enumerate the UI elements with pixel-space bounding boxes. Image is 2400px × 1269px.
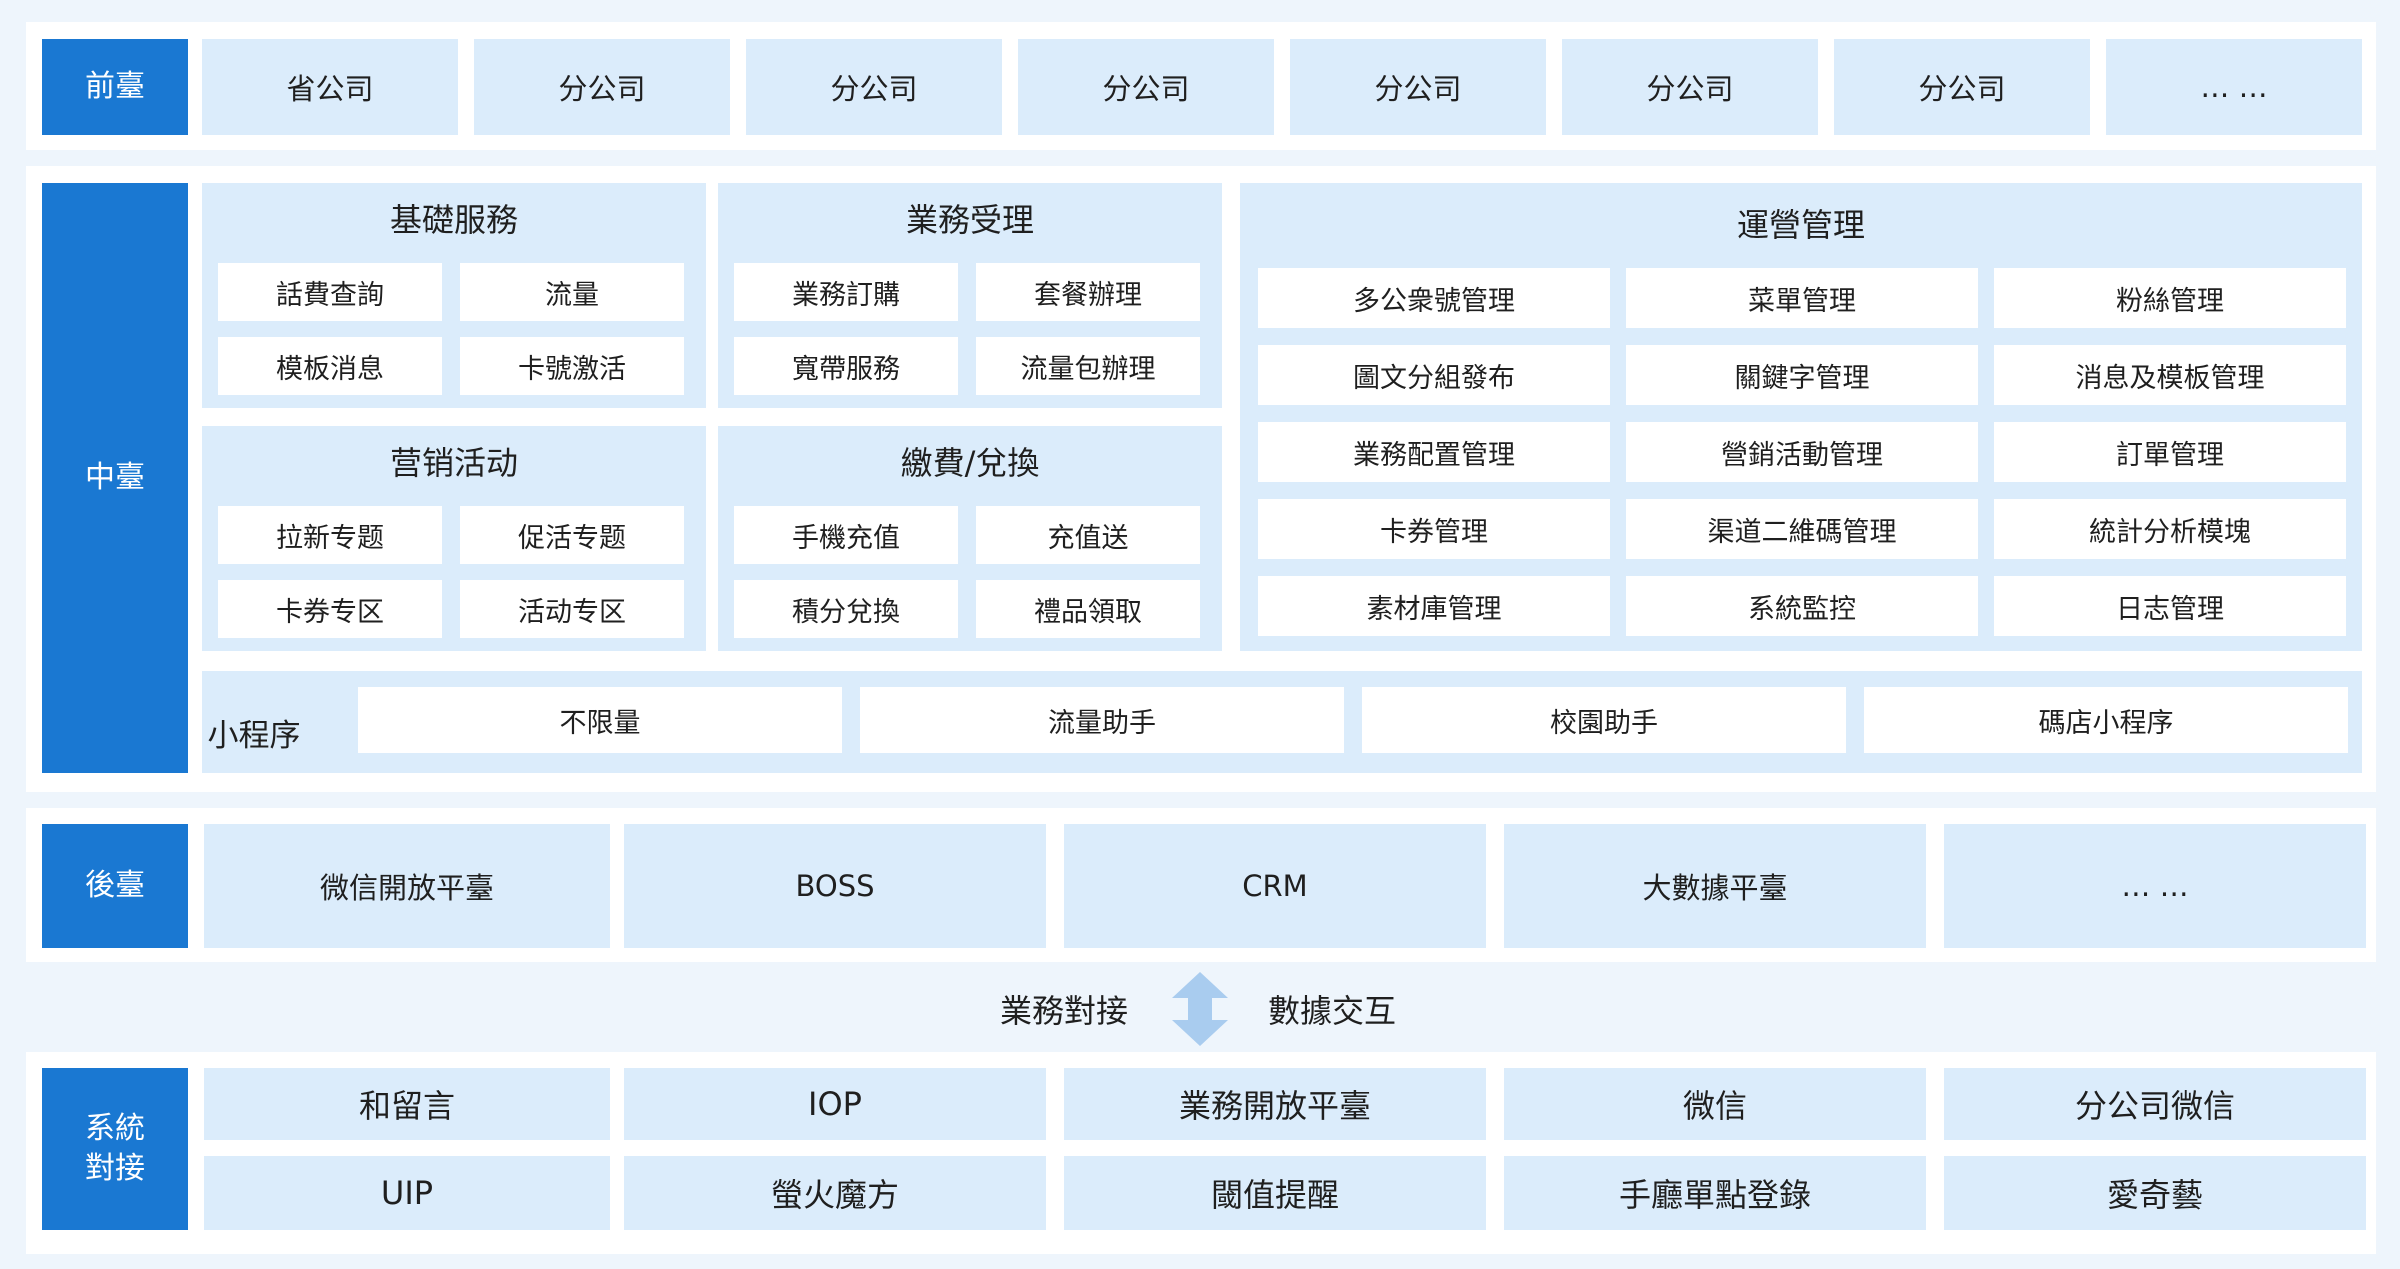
front-cell: 分公司 <box>746 39 1002 135</box>
front-layer: 前臺 省公司 分公司 分公司 分公司 分公司 分公司 分公司 … … <box>26 22 2376 150</box>
front-cell: 分公司 <box>1562 39 1818 135</box>
operations-item: 日志管理 <box>1994 576 2346 636</box>
payment-exchange-panel: 繳費/兌換 手機充值 充值送 積分兌換 禮品領取 <box>718 426 1222 651</box>
marketing-activity-item: 活动专区 <box>460 580 684 638</box>
marketing-activity-item: 促活专题 <box>460 506 684 564</box>
business-acceptance-item: 套餐辦理 <box>976 263 1200 321</box>
marketing-activity-item: 拉新专题 <box>218 506 442 564</box>
system-cell: 愛奇藝 <box>1944 1156 2366 1230</box>
operations-item: 營銷活動管理 <box>1626 422 1978 482</box>
payment-exchange-item: 禮品領取 <box>976 580 1200 638</box>
payment-exchange-item: 手機充值 <box>734 506 958 564</box>
front-cell: … … <box>2106 39 2362 135</box>
operations-item: 業務配置管理 <box>1258 422 1610 482</box>
payment-exchange-title: 繳費/兌換 <box>900 444 1040 482</box>
double-arrow-icon <box>1170 972 1230 1046</box>
back-cell: 大數據平臺 <box>1504 824 1926 948</box>
system-cell: IOP <box>624 1068 1046 1140</box>
basic-service-item: 模板消息 <box>218 337 442 395</box>
mini-program-item: 流量助手 <box>860 687 1344 753</box>
back-cell: … … <box>1944 824 2366 948</box>
business-acceptance-panel: 業務受理 業務訂購 套餐辦理 寬帶服務 流量包辦理 <box>718 183 1222 408</box>
system-cell: 閾值提醒 <box>1064 1156 1486 1230</box>
operations-management-panel: 運營管理 多公衆號管理 菜單管理 粉絲管理 圖文分組發布 關鍵字管理 消息及模板… <box>1240 183 2362 651</box>
back-layer-label: 後臺 <box>42 824 188 948</box>
system-cell: 和留言 <box>204 1068 610 1140</box>
mini-program-label: 小程序 <box>207 717 301 754</box>
business-acceptance-item: 業務訂購 <box>734 263 958 321</box>
operations-item: 圖文分組發布 <box>1258 345 1610 405</box>
operations-item: 訂單管理 <box>1994 422 2346 482</box>
exchange-left-label: 業務對接 <box>1000 992 1129 1030</box>
system-cell: 分公司微信 <box>1944 1068 2366 1140</box>
operations-item: 素材庫管理 <box>1258 576 1610 636</box>
system-cell: 業務開放平臺 <box>1064 1068 1486 1140</box>
basic-services-title: 基礎服務 <box>389 201 518 239</box>
mini-program-panel: 小程序 不限量 流量助手 校園助手 碼店小程序 <box>202 671 2362 773</box>
system-integration-layer: 系統 對接 和留言 IOP 業務開放平臺 微信 分公司微信 UIP 螢火魔方 閾… <box>26 1052 2376 1254</box>
basic-services-panel: 基礎服務 話費查詢 流量 模板消息 卡號激活 <box>202 183 706 408</box>
front-cell: 分公司 <box>1834 39 2090 135</box>
system-integration-label: 系統 對接 <box>42 1068 188 1230</box>
mini-program-item: 校園助手 <box>1362 687 1846 753</box>
back-cell: BOSS <box>624 824 1046 948</box>
system-cell: 手廳單點登錄 <box>1504 1156 1926 1230</box>
front-cell: 分公司 <box>474 39 730 135</box>
operations-item: 關鍵字管理 <box>1626 345 1978 405</box>
basic-service-item: 話費查詢 <box>218 263 442 321</box>
mini-program-item: 碼店小程序 <box>1864 687 2348 753</box>
back-cell: CRM <box>1064 824 1486 948</box>
front-cell: 分公司 <box>1018 39 1274 135</box>
operations-item: 卡券管理 <box>1258 499 1610 559</box>
middle-layer: 中臺 基礎服務 話費查詢 流量 模板消息 卡號激活 業務受理 業務訂購 套餐辦理… <box>26 166 2376 792</box>
marketing-activities-title: 营销活动 <box>389 444 518 482</box>
operations-item: 系統監控 <box>1626 576 1978 636</box>
business-acceptance-title: 業務受理 <box>905 201 1034 239</box>
front-cell: 省公司 <box>202 39 458 135</box>
basic-service-item: 流量 <box>460 263 684 321</box>
front-cell: 分公司 <box>1290 39 1546 135</box>
payment-exchange-item: 積分兌換 <box>734 580 958 638</box>
system-cell: UIP <box>204 1156 610 1230</box>
back-layer: 後臺 微信開放平臺 BOSS CRM 大數據平臺 … … <box>26 808 2376 962</box>
operations-management-title: 運營管理 <box>1736 206 1865 244</box>
middle-layer-label: 中臺 <box>42 183 188 773</box>
operations-item: 菜單管理 <box>1626 268 1978 328</box>
operations-item: 多公衆號管理 <box>1258 268 1610 328</box>
exchange-right-label: 數據交互 <box>1268 992 1397 1030</box>
back-cell: 微信開放平臺 <box>204 824 610 948</box>
mini-program-item: 不限量 <box>358 687 842 753</box>
basic-service-item: 卡號激活 <box>460 337 684 395</box>
business-acceptance-item: 寬帶服務 <box>734 337 958 395</box>
business-acceptance-item: 流量包辦理 <box>976 337 1200 395</box>
payment-exchange-item: 充值送 <box>976 506 1200 564</box>
operations-item: 渠道二維碼管理 <box>1626 499 1978 559</box>
operations-item: 統計分析模塊 <box>1994 499 2346 559</box>
operations-item: 粉絲管理 <box>1994 268 2346 328</box>
operations-item: 消息及模板管理 <box>1994 345 2346 405</box>
marketing-activities-panel: 营销活动 拉新专题 促活专题 卡券专区 活动专区 <box>202 426 706 651</box>
system-integration-label-line1: 系統 <box>85 1111 145 1146</box>
system-cell: 螢火魔方 <box>624 1156 1046 1230</box>
front-layer-label: 前臺 <box>42 39 188 135</box>
marketing-activity-item: 卡券专区 <box>218 580 442 638</box>
system-cell: 微信 <box>1504 1068 1926 1140</box>
system-integration-label-line2: 對接 <box>85 1151 145 1186</box>
